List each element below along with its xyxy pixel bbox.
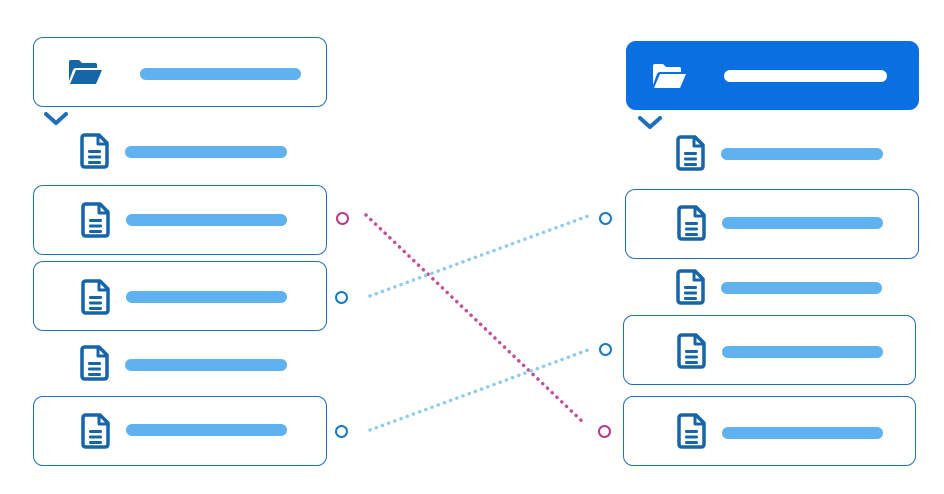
- document-icon: [677, 205, 706, 241]
- left-item-2[interactable]: [33, 185, 327, 255]
- right-item-2-label-bar: [722, 217, 883, 229]
- left-item-5-port[interactable]: [335, 425, 348, 438]
- left-item-2-label-bar: [126, 214, 287, 226]
- right-item-4-port[interactable]: [599, 343, 612, 356]
- right-item-3[interactable]: [625, 259, 919, 315]
- connector-blue-2: [368, 348, 590, 432]
- right-item-4[interactable]: [623, 315, 916, 385]
- document-icon: [676, 135, 705, 171]
- document-icon: [80, 133, 109, 169]
- document-icon: [81, 202, 110, 238]
- right-item-5-label-bar: [722, 427, 883, 439]
- left-item-4[interactable]: [33, 334, 327, 396]
- left-item-3-port[interactable]: [335, 291, 348, 304]
- right-item-1-label-bar: [721, 148, 883, 160]
- right-item-4-label-bar: [722, 346, 883, 358]
- left-item-3-label-bar: [126, 291, 287, 303]
- document-icon: [677, 413, 706, 449]
- right-item-2[interactable]: [625, 189, 919, 259]
- document-icon: [676, 269, 705, 305]
- connector-blue-1: [368, 214, 590, 298]
- document-icon: [677, 333, 706, 369]
- left-item-4-label-bar: [125, 359, 287, 371]
- left-item-3[interactable]: [33, 261, 327, 331]
- chevron-down-icon[interactable]: [44, 112, 68, 126]
- left-folder-label-bar: [140, 68, 301, 80]
- document-icon: [81, 413, 110, 449]
- left-item-2-port[interactable]: [336, 212, 349, 225]
- chevron-down-icon[interactable]: [638, 116, 662, 130]
- connector-magenta: [364, 213, 587, 426]
- document-icon: [81, 279, 110, 315]
- left-item-1-label-bar: [125, 146, 287, 158]
- right-item-5-port[interactable]: [598, 425, 611, 438]
- right-folder-label-bar: [724, 70, 887, 82]
- right-item-1[interactable]: [625, 124, 919, 184]
- document-icon: [80, 345, 109, 381]
- left-item-5[interactable]: [33, 396, 327, 466]
- folder-open-icon: [69, 60, 102, 84]
- left-folder-card[interactable]: [33, 37, 327, 107]
- right-item-2-port[interactable]: [599, 212, 612, 225]
- folder-open-icon: [653, 64, 686, 88]
- right-folder-card[interactable]: [626, 41, 919, 110]
- left-item-5-label-bar: [126, 424, 287, 436]
- left-item-1[interactable]: [33, 120, 327, 182]
- right-item-3-label-bar: [721, 282, 882, 294]
- right-item-5[interactable]: [623, 396, 916, 466]
